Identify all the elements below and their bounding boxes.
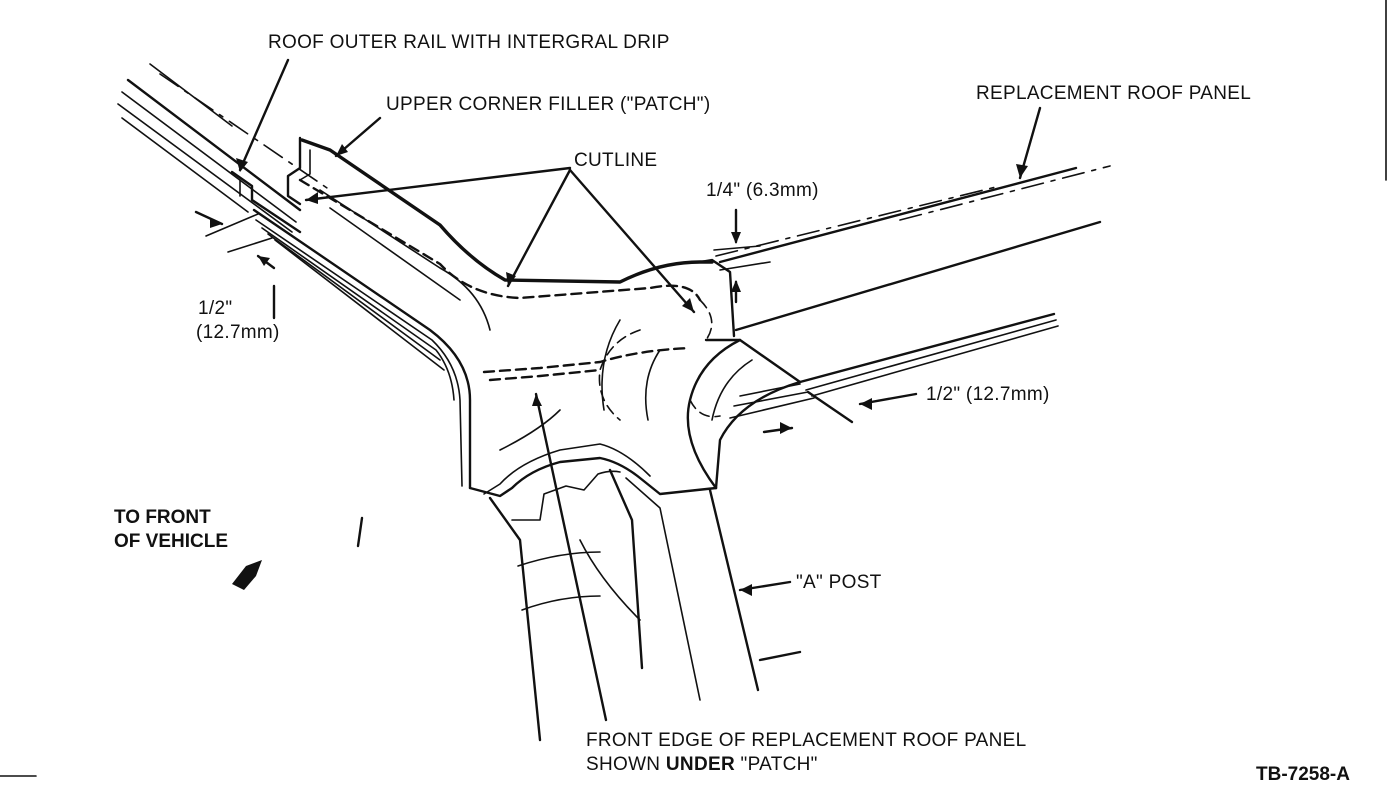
label-front-edge-1: FRONT EDGE OF REPLACEMENT ROOF PANEL bbox=[586, 730, 1026, 751]
leader-lines bbox=[194, 58, 1042, 722]
label-roof-outer-rail: ROOF OUTER RAIL WITH INTERGRAL DRIP bbox=[268, 32, 670, 53]
a-post-drawing bbox=[488, 468, 760, 742]
cutline-dashed-curves bbox=[298, 178, 721, 421]
label-half-inch-right: 1/2" (12.7mm) bbox=[926, 384, 1050, 405]
label-cutline: CUTLINE bbox=[574, 150, 657, 171]
label-to-front-1: TO FRONT bbox=[114, 507, 211, 528]
front-direction-arrow bbox=[232, 560, 262, 590]
arrowheads bbox=[210, 144, 1028, 596]
label-half-inch-left-2: (12.7mm) bbox=[196, 322, 280, 343]
label-quarter-inch: 1/4" (6.3mm) bbox=[706, 180, 819, 201]
label-front-edge-2-prefix: SHOWN bbox=[586, 754, 666, 775]
label-front-edge-2-bold: UNDER bbox=[666, 754, 735, 775]
roof-outer-rail-drawing bbox=[117, 63, 472, 490]
label-replacement-roof-panel: REPLACEMENT ROOF PANEL bbox=[976, 83, 1251, 104]
label-front-edge-2: SHOWN UNDER "PATCH" bbox=[586, 754, 818, 775]
label-upper-corner-filler: UPPER CORNER FILLER ("PATCH") bbox=[386, 94, 710, 115]
right-roof-rail-drawing bbox=[729, 312, 1059, 424]
labels: ROOF OUTER RAIL WITH INTERGRAL DRIP UPPE… bbox=[114, 32, 1350, 785]
label-to-front-2: OF VEHICLE bbox=[114, 531, 228, 552]
label-front-edge-2-suffix: "PATCH" bbox=[735, 754, 818, 775]
label-a-post: "A" POST bbox=[796, 572, 882, 593]
figure-id: TB-7258-A bbox=[1256, 764, 1350, 785]
replacement-roof-panel-drawing bbox=[715, 165, 1111, 332]
label-half-inch-left-1: 1/2" bbox=[198, 298, 232, 319]
